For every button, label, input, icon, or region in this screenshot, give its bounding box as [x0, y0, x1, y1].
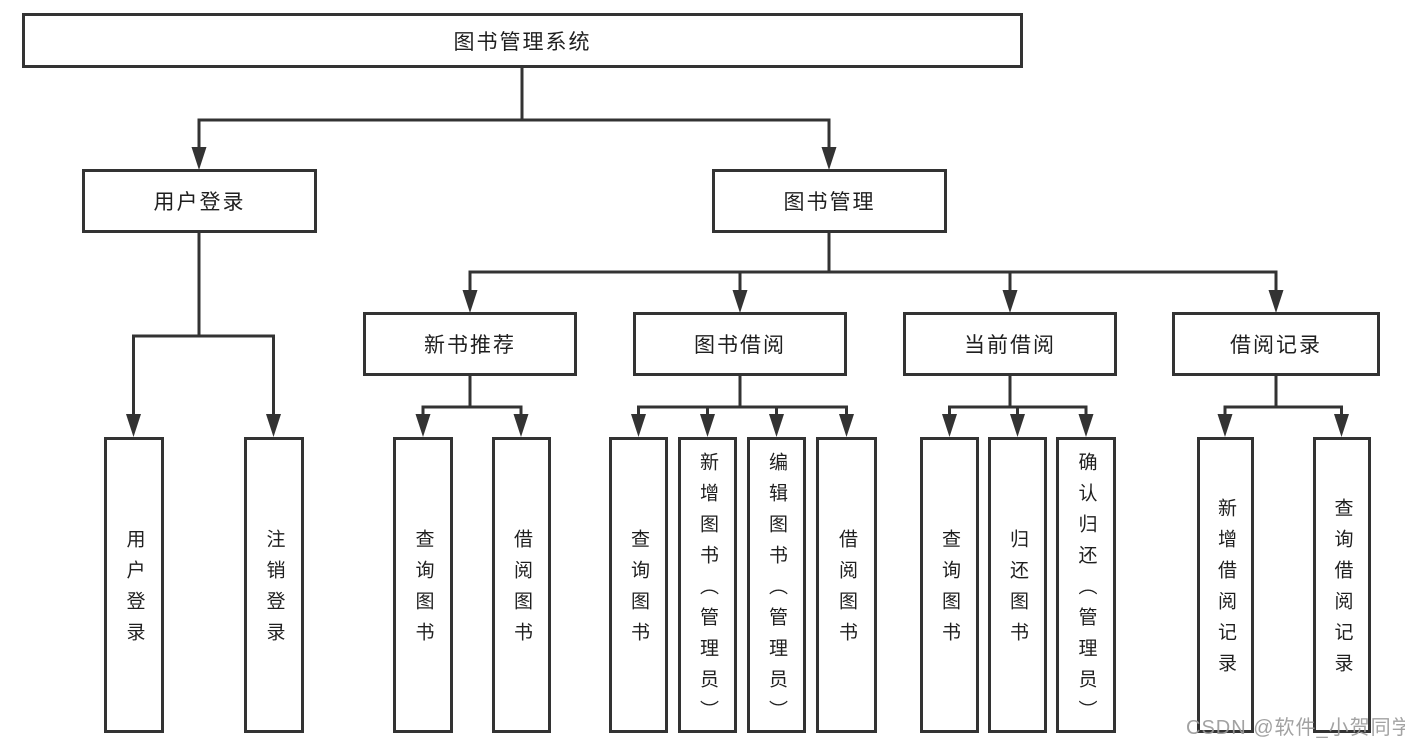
leaf-confirm-return-admin: 确认归还（管理员） — [1056, 437, 1116, 733]
leaf-query-books-current-label: 查询图书 — [939, 529, 960, 653]
node-book-management: 图书管理 — [712, 169, 947, 233]
node-book-management-label: 图书管理 — [783, 191, 876, 214]
node-current-borrow: 当前借阅 — [903, 312, 1117, 376]
node-new-book-recommend-label: 新书推荐 — [424, 334, 516, 357]
leaf-edit-books-admin-label: 编辑图书（管理员） — [766, 451, 787, 731]
node-user-login: 用户登录 — [82, 169, 317, 233]
leaf-confirm-return-admin-label: 确认归还（管理员） — [1075, 451, 1097, 731]
leaf-query-books-recommend-label: 查询图书 — [412, 529, 434, 653]
leaf-return-books-label: 归还图书 — [1007, 529, 1028, 653]
leaf-query-borrow-record-label: 查询借阅记录 — [1331, 498, 1353, 684]
node-current-borrow-label: 当前借阅 — [964, 334, 1056, 357]
node-library-system-label: 图书管理系统 — [453, 30, 592, 54]
node-new-book-recommend: 新书推荐 — [363, 312, 577, 376]
node-book-borrow: 图书借阅 — [633, 312, 847, 376]
leaf-add-borrow-record: 新增借阅记录 — [1197, 437, 1254, 733]
leaf-query-borrow-record: 查询借阅记录 — [1313, 437, 1371, 733]
arrowheads — [126, 147, 1349, 437]
leaf-logout: 注销登录 — [244, 437, 304, 733]
node-book-borrow-label: 图书借阅 — [694, 334, 786, 357]
node-borrow-records-label: 借阅记录 — [1230, 334, 1322, 357]
node-library-system: 图书管理系统 — [22, 13, 1023, 68]
leaf-add-books-admin-label: 新增图书（管理员） — [697, 451, 718, 731]
leaf-borrow-books: 借阅图书 — [816, 437, 877, 733]
leaf-add-books-admin: 新增图书（管理员） — [678, 437, 737, 733]
leaf-user-login-label: 用户登录 — [123, 529, 145, 653]
leaf-query-books-current: 查询图书 — [920, 437, 979, 733]
leaf-logout-label: 注销登录 — [263, 529, 285, 653]
leaf-return-books: 归还图书 — [988, 437, 1047, 733]
arrow-shafts — [132, 120, 1343, 419]
leaf-edit-books-admin: 编辑图书（管理员） — [747, 437, 806, 733]
node-user-login-label: 用户登录 — [153, 191, 246, 214]
leaf-borrow-books-label: 借阅图书 — [836, 529, 857, 653]
leaf-borrow-books-recommend-label: 借阅图书 — [511, 529, 532, 653]
leaf-user-login: 用户登录 — [104, 437, 164, 733]
leaf-query-books-recommend: 查询图书 — [393, 437, 453, 733]
leaf-borrow-books-recommend: 借阅图书 — [492, 437, 551, 733]
leaf-query-books-borrow-label: 查询图书 — [628, 529, 649, 653]
leaf-query-books-borrow: 查询图书 — [609, 437, 668, 733]
node-borrow-records: 借阅记录 — [1172, 312, 1380, 376]
leaf-add-borrow-record-label: 新增借阅记录 — [1215, 498, 1236, 684]
watermark: CSDN @软件_小贺同学 — [1186, 717, 1405, 739]
